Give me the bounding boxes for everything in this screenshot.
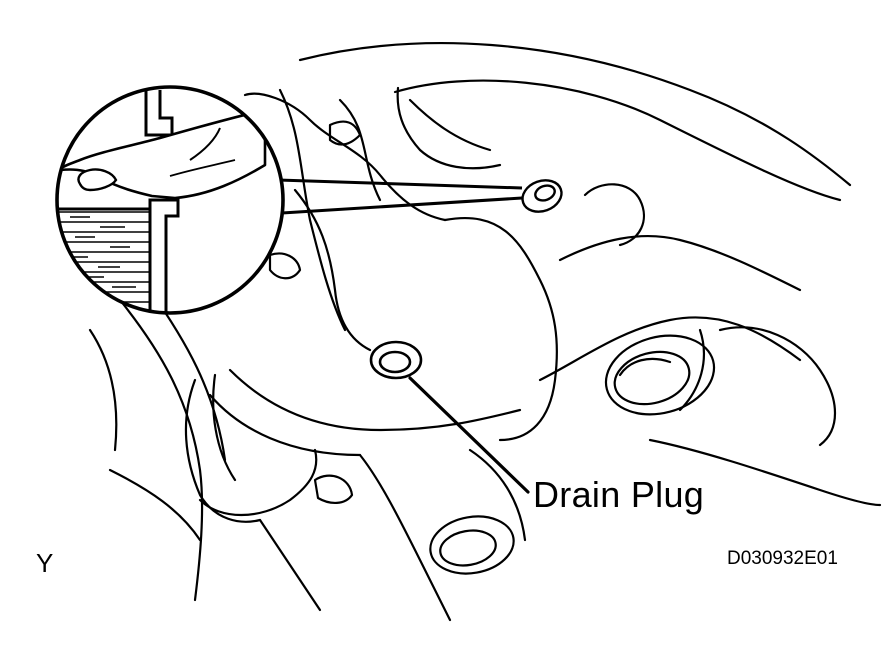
- filler-hole-wall-lower: [148, 198, 180, 313]
- corner-mark-label: Y: [36, 548, 54, 578]
- figure-code-label: D030932E01: [727, 548, 838, 569]
- housing-outline: [88, 42, 882, 622]
- filler-hole-wall-upper: [144, 90, 174, 137]
- oil-level-inset: [55, 85, 285, 315]
- drain-plug-leader-line: [408, 376, 530, 494]
- drain-plug-label: Drain Plug: [533, 474, 705, 515]
- filler-plug: [521, 179, 563, 213]
- drain-plug: [369, 340, 423, 380]
- inset-circle-border: [55, 85, 285, 315]
- fingernail: [77, 168, 118, 192]
- inset-callout-lines: [277, 178, 523, 215]
